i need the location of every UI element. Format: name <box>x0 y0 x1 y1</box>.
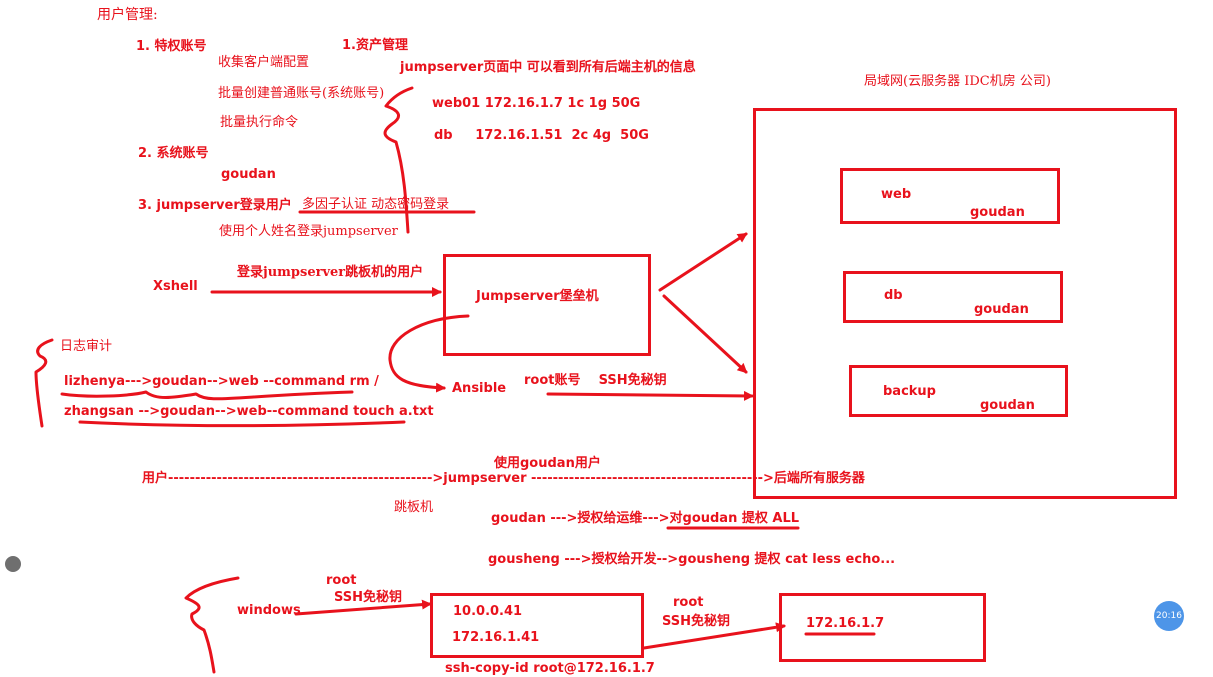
underline-audit-1 <box>60 390 354 401</box>
server-web-user: goudan <box>970 205 1025 220</box>
ansible-label: Ansible <box>452 381 507 396</box>
item-system-account: 2. 系统账号 <box>138 146 209 161</box>
bastion-label: Jumpserver堡垒机 <box>476 289 599 304</box>
lan-container <box>753 108 1177 499</box>
side-handle-icon[interactable] <box>5 556 21 572</box>
user-path-line: 用户--------------------------------------… <box>142 471 865 486</box>
arrow-windows-server <box>294 599 432 616</box>
use-goudan-label: 使用goudan用户 <box>494 456 601 471</box>
asset-title: 1.资产管理 <box>342 38 408 53</box>
lan-title: 局域网(云服务器 IDC机房 公司) <box>864 74 1051 89</box>
page-title: 用户管理: <box>97 7 158 23</box>
server-web-name: web <box>881 187 912 202</box>
audit-title: 日志审计 <box>60 339 113 354</box>
ssh-key-label-2: SSH免秘钥 <box>662 614 731 629</box>
item-privileged-account: 1. 特权账号 <box>136 39 207 54</box>
asset-host-web01: web01 172.16.1.7 1c 1g 50G <box>432 96 641 111</box>
audit-line-1: lizhenya--->goudan-->web --command rm / <box>64 374 379 389</box>
audit-line-2: zhangsan -->goudan-->web--command touch … <box>64 404 434 419</box>
target-ip: 172.16.1.7 <box>806 616 885 631</box>
jump-host-label: 跳板机 <box>394 500 434 515</box>
item-personal-login: 使用个人姓名登录jumpserver <box>219 224 398 239</box>
server-db-name: db <box>884 288 903 303</box>
server-backup-user: goudan <box>980 398 1035 413</box>
server-41-box: 10.0.0.41 172.16.1.41 <box>430 593 644 658</box>
windows-brace <box>184 576 240 674</box>
xshell-label: Xshell <box>153 279 198 294</box>
root-label-1: root <box>326 573 357 588</box>
item-mfa-note: 多因子认证 动态密码登录 <box>302 197 450 212</box>
target-box: 172.16.1.7 <box>779 593 986 662</box>
rule-ops: goudan --->授权给运维--->对goudan 提权 ALL <box>491 511 800 526</box>
arrow-ansible-lan <box>546 390 754 401</box>
server-backup: backup goudan <box>849 365 1068 417</box>
item-collect-config: 收集客户端配置 <box>218 55 310 70</box>
audit-brace <box>34 338 54 428</box>
arrow-bastion-lan-up <box>658 232 748 292</box>
ssh-copy-id-cmd: ssh-copy-id root@172.16.1.7 <box>445 661 655 676</box>
server-web: web goudan <box>840 168 1060 224</box>
login-user-label: 登录jumpserver跳板机的用户 <box>237 265 424 280</box>
server-ip-10-0-0-41: 10.0.0.41 <box>453 604 523 619</box>
server-backup-name: backup <box>883 384 936 399</box>
root-label-2: root <box>673 595 704 610</box>
arrow-bastion-lan-down <box>662 294 748 374</box>
brace-stroke <box>383 86 414 234</box>
arrow-bastion-ansible <box>388 314 470 393</box>
underline-audit-2 <box>78 420 406 428</box>
server-db: db goudan <box>843 271 1063 323</box>
root-key-label: root账号 SSH免秘钥 <box>524 373 667 388</box>
server-db-user: goudan <box>974 302 1029 317</box>
arrow-server-target <box>642 622 786 650</box>
item-system-account-user: goudan <box>221 167 276 182</box>
bastion-box: Jumpserver堡垒机 <box>443 254 651 356</box>
windows-label: windows <box>237 603 301 618</box>
ssh-key-label-1: SSH免秘钥 <box>334 590 403 605</box>
asset-desc: jumpserver页面中 可以看到所有后端主机的信息 <box>400 60 696 75</box>
rule-dev: gousheng --->授权给开发-->gousheng 提权 cat les… <box>488 552 896 567</box>
item-batch-create: 批量创建普通账号(系统账号) <box>218 86 385 101</box>
item-batch-exec: 批量执行命令 <box>220 115 299 130</box>
clock-badge[interactable]: 20:16 <box>1154 601 1184 631</box>
server-ip-172-16-1-41: 172.16.1.41 <box>452 630 540 645</box>
asset-host-db: db 172.16.1.51 2c 4g 50G <box>434 128 649 143</box>
item-jumpserver-login: 3. jumpserver登录用户 <box>138 198 292 213</box>
